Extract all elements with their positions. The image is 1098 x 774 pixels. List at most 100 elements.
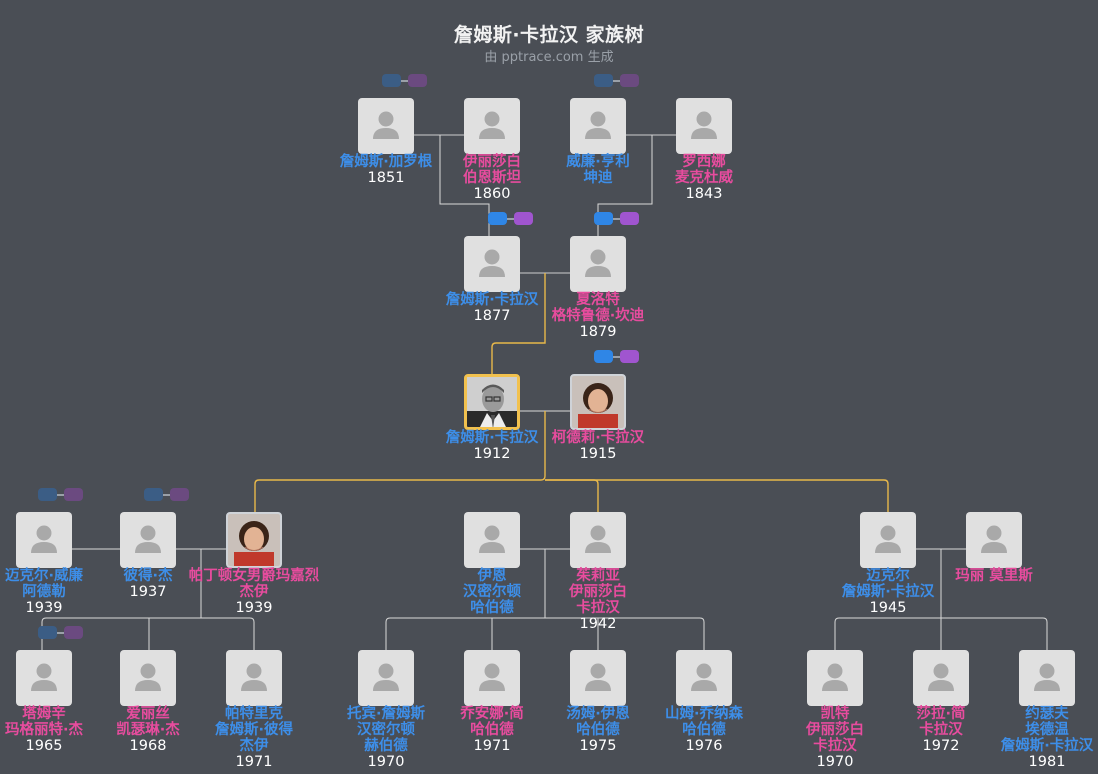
person-node[interactable]: 威廉·亨利坤迪 <box>538 98 658 186</box>
father-toggle-icon[interactable] <box>38 626 57 639</box>
father-toggle-icon[interactable] <box>594 212 613 225</box>
mother-toggle-icon[interactable] <box>408 74 427 87</box>
father-toggle-icon[interactable] <box>594 74 613 87</box>
person-node[interactable]: 伊恩汉密尔顿哈伯德 <box>432 512 552 616</box>
person-placeholder-icon[interactable] <box>16 512 72 568</box>
person-placeholder-icon[interactable] <box>226 650 282 706</box>
person-label[interactable]: 威廉·亨利坤迪 <box>528 154 668 186</box>
mother-toggle-icon[interactable] <box>64 488 83 501</box>
person-placeholder-icon[interactable] <box>676 650 732 706</box>
expand-parents-toggle[interactable] <box>38 626 84 640</box>
person-placeholder-icon[interactable] <box>464 512 520 568</box>
person-label[interactable]: 玛丽 莫里斯 <box>924 568 1064 584</box>
father-toggle-icon[interactable] <box>382 74 401 87</box>
expand-parents-toggle[interactable] <box>382 74 428 88</box>
father-toggle-icon[interactable] <box>594 350 613 363</box>
person-node[interactable]: 玛丽 莫里斯 <box>934 512 1054 584</box>
person-placeholder-icon[interactable] <box>676 98 732 154</box>
mother-toggle-icon[interactable] <box>64 626 83 639</box>
person-placeholder-icon[interactable] <box>966 512 1022 568</box>
expand-parents-toggle[interactable] <box>488 212 534 226</box>
mother-toggle-icon[interactable] <box>620 74 639 87</box>
person-placeholder-icon[interactable] <box>1019 650 1075 706</box>
person-placeholder-icon[interactable] <box>807 650 863 706</box>
expand-parents-toggle[interactable] <box>594 350 640 364</box>
person-placeholder-icon[interactable] <box>464 236 520 292</box>
person-placeholder-icon[interactable] <box>120 512 176 568</box>
person-label[interactable]: 伊恩汉密尔顿哈伯德 <box>422 568 562 616</box>
mother-toggle-icon[interactable] <box>620 350 639 363</box>
expand-parents-toggle[interactable] <box>144 488 190 502</box>
person-placeholder-icon[interactable] <box>570 650 626 706</box>
mother-toggle-icon[interactable] <box>620 212 639 225</box>
person-placeholder-icon[interactable] <box>570 512 626 568</box>
mother-toggle-icon[interactable] <box>514 212 533 225</box>
person-photo[interactable] <box>226 512 282 568</box>
expand-parents-toggle[interactable] <box>594 212 640 226</box>
person-placeholder-icon[interactable] <box>358 650 414 706</box>
person-photo[interactable] <box>570 374 626 430</box>
mother-toggle-icon[interactable] <box>170 488 189 501</box>
person-placeholder-icon[interactable] <box>358 98 414 154</box>
father-toggle-icon[interactable] <box>38 488 57 501</box>
expand-parents-toggle[interactable] <box>594 74 640 88</box>
father-toggle-icon[interactable] <box>144 488 163 501</box>
person-placeholder-icon[interactable] <box>570 236 626 292</box>
person-placeholder-icon[interactable] <box>913 650 969 706</box>
person-photo[interactable] <box>464 374 520 430</box>
father-toggle-icon[interactable] <box>488 212 507 225</box>
person-placeholder-icon[interactable] <box>570 98 626 154</box>
expand-parents-toggle[interactable] <box>38 488 84 502</box>
person-placeholder-icon[interactable] <box>860 512 916 568</box>
person-placeholder-icon[interactable] <box>464 650 520 706</box>
person-placeholder-icon[interactable] <box>16 650 72 706</box>
person-placeholder-icon[interactable] <box>120 650 176 706</box>
person-placeholder-icon[interactable] <box>464 98 520 154</box>
